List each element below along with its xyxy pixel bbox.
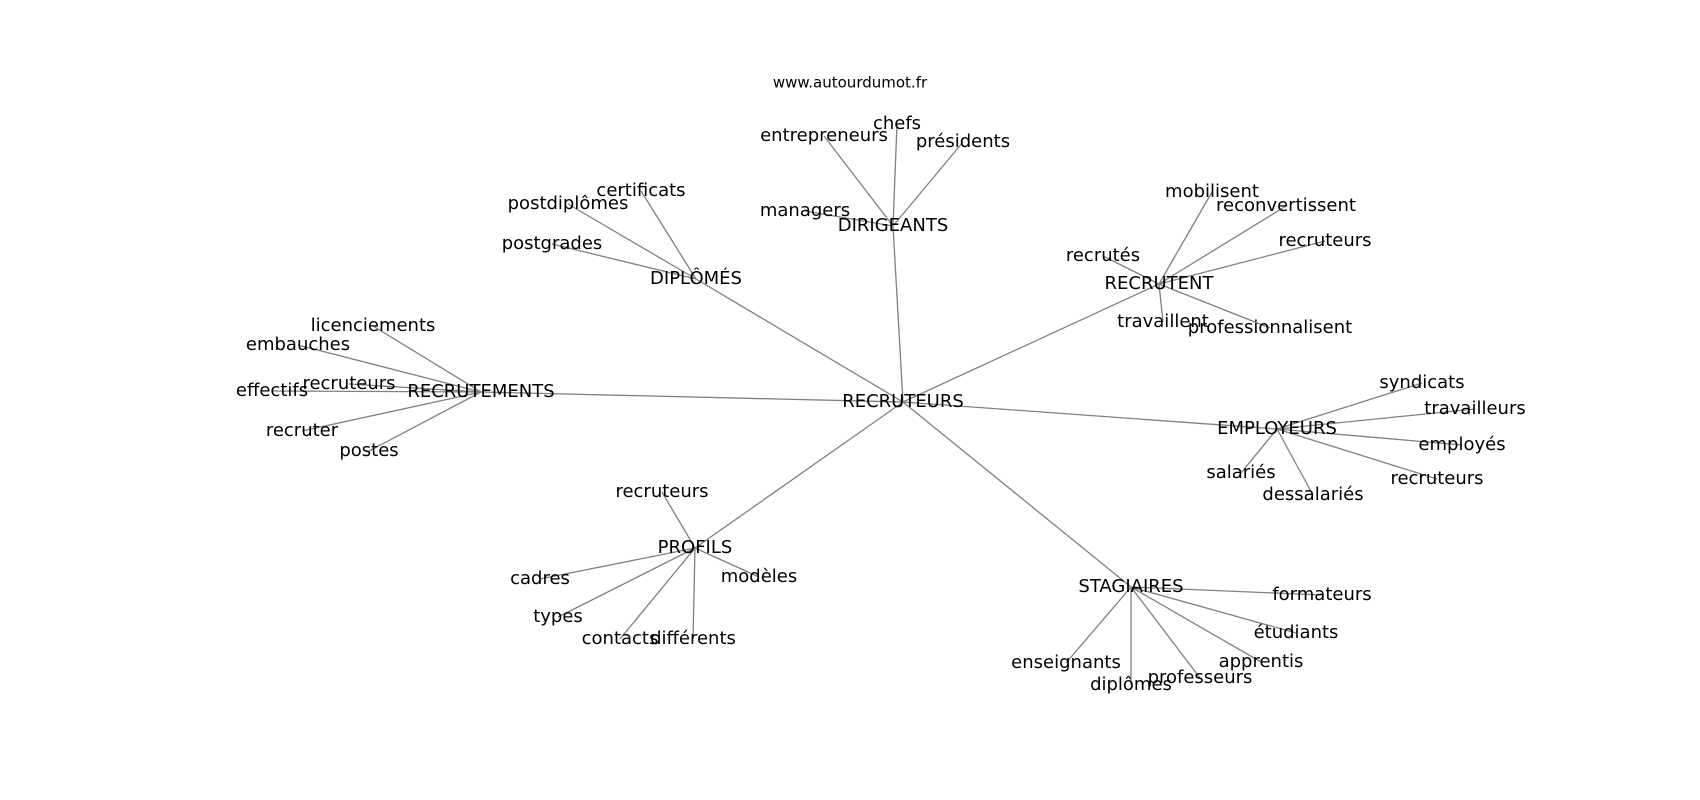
leaf-word-label: différents	[650, 628, 736, 649]
edge-cluster-5-word-0	[661, 491, 696, 549]
leaf-word-label: contacts	[582, 628, 659, 649]
leaf-word-label: travailleurs	[1424, 398, 1525, 419]
edge-center-3	[480, 391, 904, 403]
edge-cluster-6-word-3	[1130, 586, 1262, 663]
edge-cluster-2-word-2	[1158, 240, 1326, 285]
edge-cluster-1-word-0	[640, 190, 697, 280]
cluster-node-label: DIPLÔMÉS	[650, 267, 742, 289]
leaf-word-label: chefs	[873, 113, 921, 134]
leaf-word-label: entrepreneurs	[760, 125, 888, 146]
edge-cluster-1-word-2	[551, 243, 697, 280]
site-url: www.autourdumot.fr	[773, 74, 928, 92]
edge-cluster-4-word-1	[1276, 408, 1476, 430]
edge-cluster-4-word-0	[1276, 382, 1423, 430]
edge-cluster-2-word-1	[1158, 205, 1287, 285]
leaf-word-label: formateurs	[1272, 584, 1371, 605]
edge-center-4	[902, 401, 1278, 430]
center-node-label: RECRUTEURS	[842, 391, 964, 412]
leaf-word-label: effectifs	[236, 380, 308, 401]
edge-cluster-0-word-3	[804, 210, 894, 227]
leaf-word-label: professeurs	[1148, 667, 1253, 688]
edge-center-2	[902, 283, 1160, 403]
leaf-word-label: postgrades	[502, 233, 603, 254]
leaf-word-label: embauches	[246, 334, 350, 355]
leaf-word-label: cadres	[510, 568, 570, 589]
leaf-word-label: postes	[339, 440, 398, 461]
leaf-word-label: syndicats	[1379, 372, 1464, 393]
leaf-word-label: étudiants	[1254, 622, 1339, 643]
edge-cluster-3-word-5	[368, 391, 482, 452]
leaf-word-label: postdiplômes	[508, 193, 629, 214]
leaf-word-label: recrutés	[1066, 245, 1140, 266]
leaf-word-label: apprentis	[1219, 651, 1304, 672]
edge-cluster-3-word-4	[301, 391, 482, 432]
edge-cluster-6-word-0	[1130, 586, 1323, 596]
edge-cluster-5-word-2	[694, 547, 760, 578]
leaf-word-label: types	[533, 606, 583, 627]
edge-cluster-4-word-2	[1276, 428, 1463, 446]
leaf-word-label: diplômes	[1090, 674, 1172, 695]
edge-cluster-0-word-2	[892, 141, 964, 227]
edge-cluster-2-word-3	[1102, 255, 1160, 285]
edge-center-5	[694, 401, 904, 549]
edge-cluster-2-word-4	[1158, 283, 1164, 323]
cluster-node-label: EMPLOYEURS	[1217, 418, 1337, 439]
cluster-node-label: DIRIGEANTS	[838, 215, 949, 236]
leaf-word-label: modèles	[721, 566, 798, 587]
leaf-word-label: recruteurs	[1390, 468, 1483, 489]
edge-cluster-6-word-1	[1130, 586, 1297, 634]
edge-cluster-2-word-0	[1158, 191, 1213, 285]
edge-cluster-5-word-5	[692, 547, 696, 640]
edge-cluster-2-word-5	[1158, 283, 1271, 329]
edge-cluster-5-word-1	[539, 547, 696, 580]
edge-cluster-4-word-5	[1276, 428, 1314, 496]
edge-cluster-0-word-0	[892, 123, 898, 227]
edge-cluster-4-word-3	[1240, 428, 1278, 474]
edge-cluster-3-word-1	[297, 344, 482, 393]
graph-edges	[271, 123, 1476, 685]
leaf-word-label: managers	[760, 200, 850, 221]
edge-center-0	[892, 225, 904, 403]
leaf-word-label: mobilisent	[1165, 181, 1259, 202]
cluster-node-label: RECRUTEMENTS	[407, 381, 554, 402]
leaf-word-label: certificats	[596, 180, 685, 201]
edge-center-6	[902, 401, 1132, 588]
leaf-word-label: dessalariés	[1262, 484, 1363, 505]
cluster-node-label: STAGIAIRES	[1078, 576, 1183, 597]
edge-cluster-0-word-1	[823, 135, 894, 227]
edge-center-1	[695, 278, 904, 403]
edge-cluster-3-word-0	[372, 325, 482, 393]
edge-cluster-4-word-4	[1276, 428, 1438, 480]
leaf-word-label: recruteurs	[615, 481, 708, 502]
edge-cluster-6-word-4	[1130, 586, 1201, 679]
leaf-word-label: enseignants	[1011, 652, 1121, 673]
leaf-word-label: professionnalisent	[1188, 317, 1352, 338]
leaf-word-label: reconvertissent	[1216, 195, 1356, 216]
cluster-node-label: PROFILS	[658, 537, 733, 558]
leaf-word-label: licenciements	[311, 315, 436, 336]
edge-cluster-3-word-2	[271, 390, 482, 393]
leaf-word-label: travaillent	[1117, 311, 1209, 332]
leaf-word-label: employés	[1418, 434, 1505, 455]
edge-cluster-5-word-3	[557, 547, 696, 618]
leaf-word-label: salariés	[1206, 462, 1275, 483]
edge-cluster-3-word-3	[348, 383, 482, 393]
cluster-node-label: RECRUTENT	[1105, 273, 1215, 294]
leaf-word-label: recruter	[266, 420, 339, 441]
leaf-word-label: recruteurs	[1278, 230, 1371, 251]
edge-cluster-1-word-1	[567, 203, 697, 280]
leaf-word-label: recruteurs	[302, 373, 395, 394]
leaf-word-label: présidents	[916, 131, 1010, 152]
edge-cluster-6-word-2	[1065, 586, 1132, 664]
edge-cluster-5-word-4	[619, 547, 696, 640]
